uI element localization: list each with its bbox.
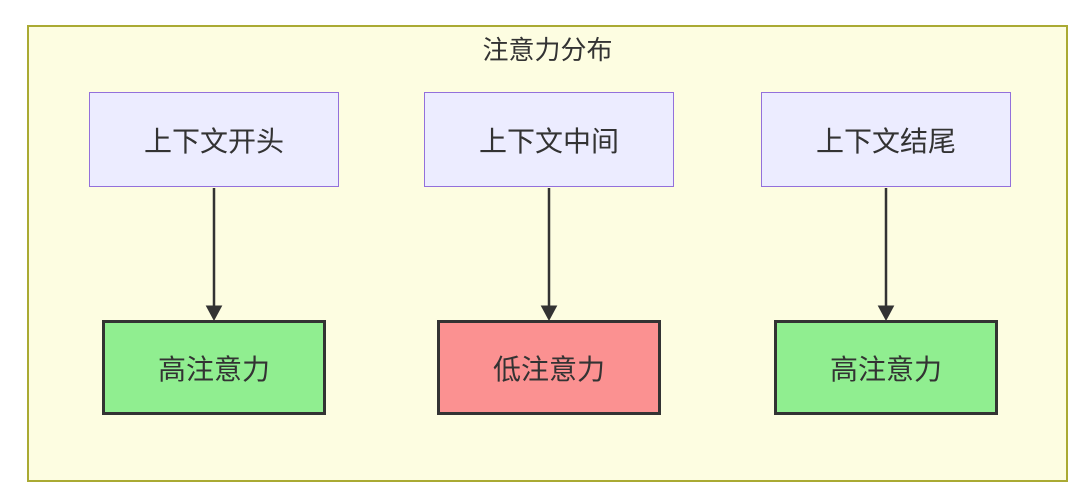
node-low-attention-label: 低注意力 bbox=[492, 353, 605, 385]
arrow-beginning-to-high bbox=[205, 188, 223, 322]
arrow-middle-to-low bbox=[540, 188, 558, 322]
node-high-attention-2-label: 高注意力 bbox=[829, 353, 942, 385]
node-context-end-label: 上下文结尾 bbox=[815, 125, 956, 157]
node-context-middle-label: 上下文中间 bbox=[478, 125, 619, 157]
attention-distribution-subgraph: 注意力分布 上下文开头 上下文中间 上下文结尾 bbox=[27, 25, 1068, 482]
node-high-attention-1-label: 高注意力 bbox=[157, 353, 270, 385]
node-high-attention-1: 高注意力 bbox=[102, 320, 326, 415]
node-context-end: 上下文结尾 bbox=[761, 92, 1011, 187]
node-context-beginning: 上下文开头 bbox=[89, 92, 339, 187]
node-low-attention: 低注意力 bbox=[437, 320, 661, 415]
node-high-attention-2: 高注意力 bbox=[774, 320, 998, 415]
node-context-middle: 上下文中间 bbox=[424, 92, 674, 187]
node-context-beginning-label: 上下文开头 bbox=[143, 125, 284, 157]
arrow-end-to-high bbox=[877, 188, 895, 322]
diagram-title: 注意力分布 bbox=[482, 35, 613, 65]
